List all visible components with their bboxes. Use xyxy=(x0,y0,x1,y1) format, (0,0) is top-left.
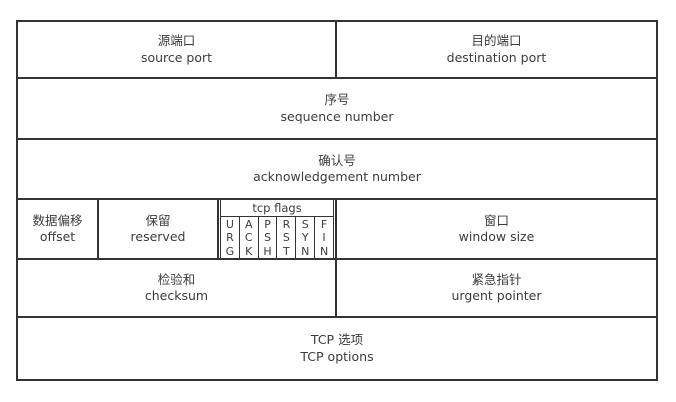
field-window-size-label-cn: 窗口 xyxy=(483,212,509,228)
tcp-header-diagram: 源端口 source port 目的端口 destination port 序号… xyxy=(16,20,658,381)
header-row-acknowledgement: 确认号 acknowledgement number xyxy=(18,140,656,200)
field-checksum-label-en: checksum xyxy=(144,288,209,303)
flag-bit-urg-letter-1: U xyxy=(225,217,234,231)
flag-bit-syn-letter-1: S xyxy=(301,217,309,231)
field-checksum-label-cn: 检验和 xyxy=(157,271,196,287)
field-destination-port-label-en: destination port xyxy=(446,49,547,65)
field-acknowledgement-number-label-en: acknowledgement number xyxy=(253,169,421,184)
field-source-port-label-en: source port xyxy=(140,49,213,65)
header-row-offset-flags-window: 数据偏移 offset 保留 reserved tcp flags U R G … xyxy=(18,198,656,260)
field-tcp-options-label-cn: TCP 选项 xyxy=(310,332,364,347)
field-window-size-label-en: window size xyxy=(458,229,535,244)
flag-bit-rst-letter-3: T xyxy=(283,244,290,258)
flag-bit-fin: F I N xyxy=(315,217,333,260)
field-reserved-label-en: reserved xyxy=(130,229,186,244)
field-checksum: 检验和 checksum xyxy=(18,260,337,316)
flag-bit-psh-letter-3: H xyxy=(263,244,272,258)
field-reserved-label-cn: 保留 xyxy=(145,212,171,228)
tcp-flags-columns: U R G A C K P S H R xyxy=(221,216,333,260)
field-urgent-pointer-label-cn: 紧急指针 xyxy=(471,271,522,287)
field-urgent-pointer: 紧急指针 urgent pointer xyxy=(337,260,656,316)
header-row-sequence: 序号 sequence number xyxy=(18,79,656,140)
flag-bit-ack: A C K xyxy=(240,216,259,260)
flag-bit-rst-letter-1: R xyxy=(282,217,291,231)
header-row-checksum-urgent: 检验和 checksum 紧急指针 urgent pointer xyxy=(18,260,656,318)
flag-bit-psh: P S H xyxy=(259,216,278,260)
flag-bit-fin-letter-1: F xyxy=(320,217,328,231)
field-window-size: 窗口 window size xyxy=(337,200,656,258)
flag-bit-ack-letter-1: A xyxy=(244,217,253,231)
tcp-flags-table: tcp flags U R G A C K P S H xyxy=(220,198,334,260)
field-tcp-flags: tcp flags U R G A C K P S H xyxy=(219,198,337,260)
flag-bit-urg: U R G xyxy=(221,216,240,260)
field-acknowledgement-number: 确认号 acknowledgement number xyxy=(18,140,656,198)
field-sequence-number-label-en: sequence number xyxy=(280,108,394,124)
tcp-flags-title: tcp flags xyxy=(221,200,333,217)
flag-bit-urg-letter-3: G xyxy=(225,244,235,258)
flag-bit-ack-letter-3: K xyxy=(245,244,253,258)
flag-bit-fin-letter-2: I xyxy=(322,231,326,245)
field-source-port: 源端口 source port xyxy=(18,22,337,77)
flag-bit-syn-letter-2: Y xyxy=(301,231,309,245)
flag-bit-fin-letter-3: N xyxy=(319,244,329,258)
flag-bit-ack-letter-2: C xyxy=(244,231,253,245)
flag-bit-syn: S Y N xyxy=(296,216,316,260)
field-destination-port-label-cn: 目的端口 xyxy=(471,33,522,48)
field-source-port-label-cn: 源端口 xyxy=(157,33,196,48)
field-tcp-options-label-en: TCP options xyxy=(300,348,374,364)
flag-bit-psh-letter-2: S xyxy=(264,231,272,245)
flag-bit-syn-letter-3: N xyxy=(301,244,310,258)
field-sequence-number: 序号 sequence number xyxy=(18,79,656,138)
field-reserved: 保留 reserved xyxy=(99,200,219,258)
field-sequence-number-label-cn: 序号 xyxy=(324,92,350,107)
flag-bit-psh-letter-1: P xyxy=(264,217,271,231)
header-row-ports: 源端口 source port 目的端口 destination port xyxy=(18,22,656,79)
field-data-offset-label-cn: 数据偏移 xyxy=(32,212,83,228)
header-row-options: TCP 选项 TCP options xyxy=(18,318,656,379)
field-acknowledgement-number-label-cn: 确认号 xyxy=(318,152,356,168)
field-data-offset: 数据偏移 offset xyxy=(18,200,99,258)
field-urgent-pointer-label-en: urgent pointer xyxy=(451,288,542,303)
field-destination-port: 目的端口 destination port xyxy=(337,22,656,77)
flag-bit-rst-letter-2: S xyxy=(282,231,290,245)
flag-bit-urg-letter-2: R xyxy=(226,231,234,245)
flag-bit-rst: R S T xyxy=(277,216,297,260)
field-tcp-options: TCP 选项 TCP options xyxy=(18,318,656,379)
field-data-offset-label-en: offset xyxy=(39,229,76,244)
